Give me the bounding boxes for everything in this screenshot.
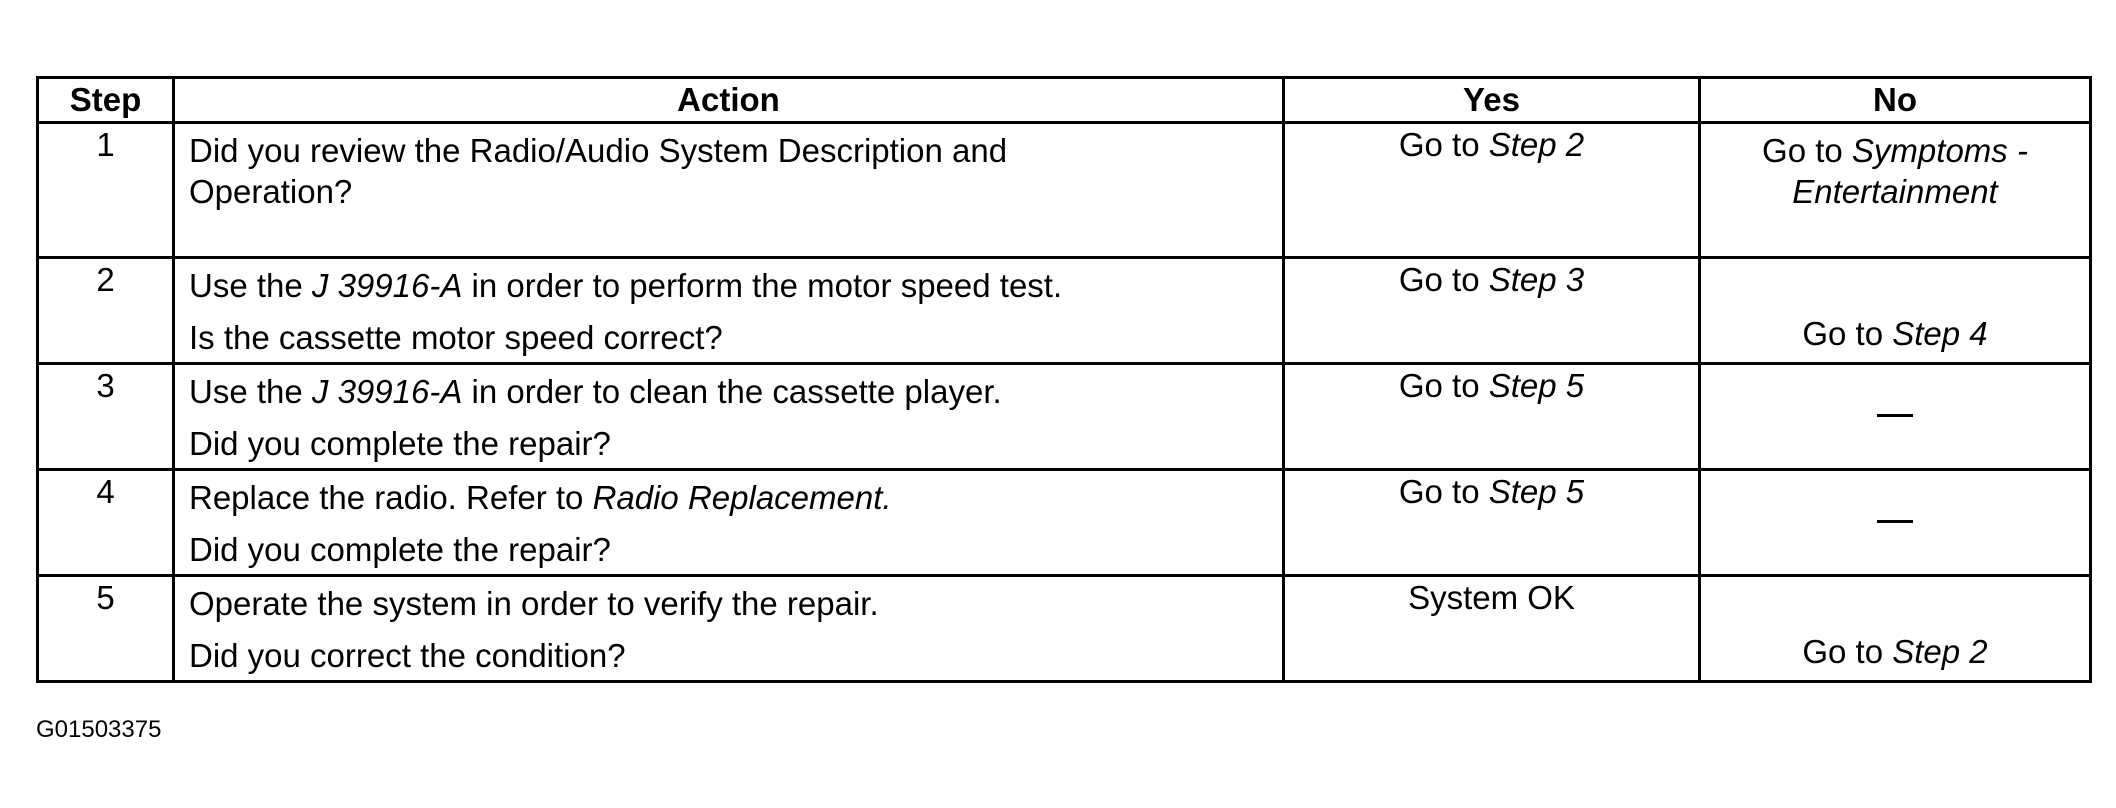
header-step: Step	[36, 76, 175, 124]
header-action: Action	[172, 76, 1285, 124]
table-row: 3 Use the J 39916-A in order to clean th…	[36, 362, 2092, 471]
action-text: Did you review the Radio/Audio System De…	[189, 132, 1008, 211]
action-question: Did you correct the condition?	[189, 637, 626, 674]
table-row: 1 Did you review the Radio/Audio System …	[36, 121, 2092, 259]
yes-cell: Go to Step 2	[1282, 121, 1701, 259]
no-cell: Go to Symptoms -Entertainment	[1698, 121, 2092, 259]
step-number: 3	[36, 362, 175, 471]
no-cell	[1698, 468, 2092, 577]
action-question: Did you complete the repair?	[189, 425, 611, 462]
header-yes: Yes	[1282, 76, 1701, 124]
table-header-row: Step Action Yes No	[36, 76, 2092, 124]
step-number: 1	[36, 121, 175, 259]
figure-id: G01503375	[36, 716, 162, 743]
table-row: 5 Operate the system in order to verify …	[36, 574, 2092, 683]
action-cell: Use the J 39916-A in order to clean the …	[172, 362, 1285, 471]
em-dash-mark	[1877, 519, 1913, 523]
action-question: Is the cassette motor speed correct?	[189, 319, 723, 356]
action-instruction: Replace the radio. Refer to Radio Replac…	[189, 479, 892, 516]
action-cell: Use the J 39916-A in order to perform th…	[172, 256, 1285, 365]
action-cell: Did you review the Radio/Audio System De…	[172, 121, 1285, 259]
yes-cell: Go to Step 5	[1282, 468, 1701, 577]
step-number: 2	[36, 256, 175, 365]
action-cell: Replace the radio. Refer to Radio Replac…	[172, 468, 1285, 577]
yes-cell: Go to Step 5	[1282, 362, 1701, 471]
no-cell: Go to Step 4	[1698, 256, 2092, 365]
action-instruction: Use the J 39916-A in order to clean the …	[189, 373, 1002, 410]
action-instruction: Use the J 39916-A in order to perform th…	[189, 267, 1063, 304]
no-cell	[1698, 362, 2092, 471]
yes-cell: System OK	[1282, 574, 1701, 683]
action-question: Did you complete the repair?	[189, 531, 611, 568]
action-cell: Operate the system in order to verify th…	[172, 574, 1285, 683]
table-row: 4 Replace the radio. Refer to Radio Repl…	[36, 468, 2092, 577]
em-dash-mark	[1877, 413, 1913, 417]
step-number: 4	[36, 468, 175, 577]
action-instruction: Operate the system in order to verify th…	[189, 585, 879, 622]
step-number: 5	[36, 574, 175, 683]
no-cell: Go to Step 2	[1698, 574, 2092, 683]
diagnostic-table: Step Action Yes No 1 Did you review the …	[36, 76, 2092, 683]
yes-cell: Go to Step 3	[1282, 256, 1701, 365]
header-no: No	[1698, 76, 2092, 124]
table-row: 2 Use the J 39916-A in order to perform …	[36, 256, 2092, 365]
